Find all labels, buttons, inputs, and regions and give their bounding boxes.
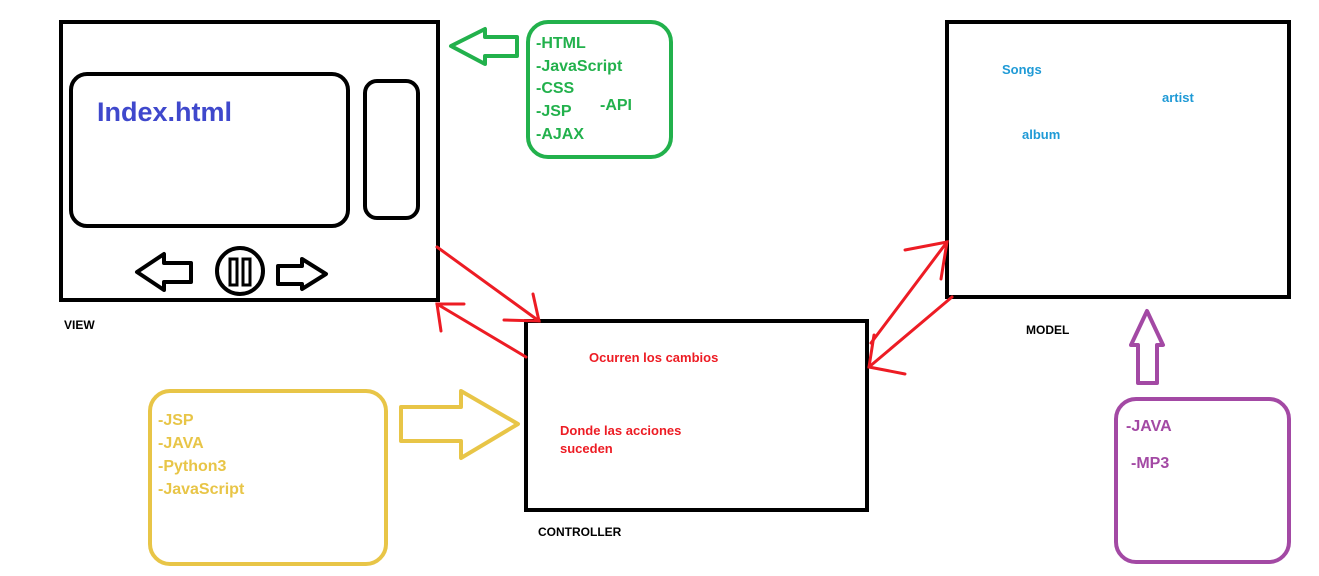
controller-tech-item: -JavaScript [158, 481, 245, 498]
view-tech-item: -AJAX [536, 126, 585, 143]
view-tech-arrow [449, 27, 519, 66]
controller-tech-item: -Python3 [158, 458, 227, 475]
model-label: MODEL [1026, 323, 1070, 337]
view-tech-box [526, 20, 673, 159]
view-controller-arrows [435, 245, 541, 359]
view-label: VIEW [64, 318, 95, 332]
model-field-album: album [1022, 127, 1061, 142]
controller-line2a: Donde las acciones [560, 423, 682, 438]
controller-tech-item: -JSP [158, 412, 194, 429]
model-field-artist: artist [1162, 90, 1194, 105]
controller-line2b: suceden [560, 441, 613, 456]
view-tech-item: -JavaScript [536, 58, 623, 75]
model-tech-arrow [1129, 309, 1165, 385]
controller-model-arrows [867, 240, 954, 376]
controller-line1: Ocurren los cambios [589, 350, 719, 365]
model-box [945, 20, 1291, 299]
model-field-songs: Songs [1002, 62, 1042, 77]
controller-box [524, 319, 869, 512]
model-tech-box [1114, 397, 1291, 564]
forward-arrow-icon[interactable] [276, 257, 328, 291]
view-tech-extra: -API [600, 97, 632, 114]
view-tech-item: -JSP [536, 103, 572, 120]
view-tech-item: -HTML [536, 35, 586, 52]
view-side-panel [363, 79, 420, 220]
controller-label: CONTROLLER [538, 525, 622, 539]
controller-tech-item: -JAVA [158, 435, 204, 452]
view-screen-title: Index.html [97, 97, 233, 127]
model-tech-item: -JAVA [1126, 418, 1172, 435]
model-tech-item: -MP3 [1131, 455, 1170, 472]
view-tech-item: -CSS [536, 80, 575, 97]
controller-tech-box [148, 389, 388, 566]
controller-tech-arrow [399, 389, 520, 460]
pause-icon[interactable] [215, 246, 265, 296]
view-screen [69, 72, 350, 228]
view-box [59, 20, 440, 302]
back-arrow-icon[interactable] [135, 252, 193, 292]
